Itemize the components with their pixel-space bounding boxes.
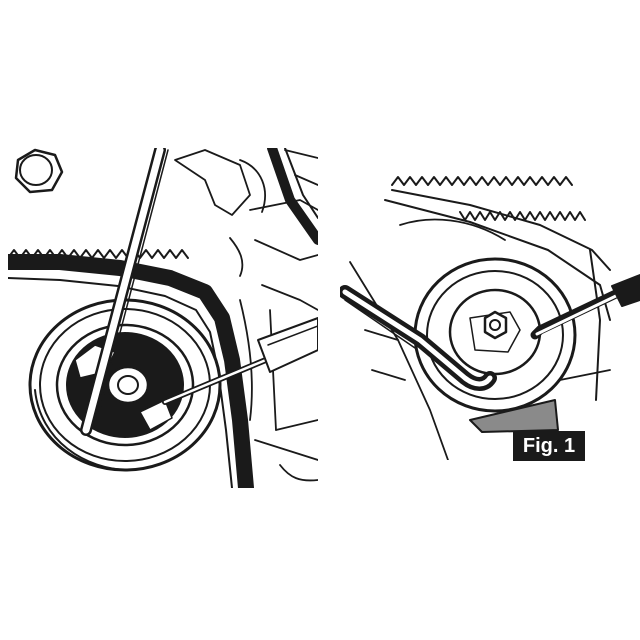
hex-key-large <box>340 285 497 391</box>
hex-key-small <box>530 274 640 340</box>
holding-bar <box>80 148 169 436</box>
left-panel <box>8 148 318 488</box>
figure-label: Fig. 1 <box>513 431 585 461</box>
engine-outline-left <box>174 149 318 482</box>
crank-pulley <box>28 298 222 472</box>
engine-outline-right <box>349 218 611 460</box>
locking-pin-tool <box>162 317 318 405</box>
right-panel <box>340 176 640 460</box>
belt-upper-right <box>267 148 318 245</box>
tensioner-pulley <box>413 257 577 433</box>
timing-belt <box>8 249 254 488</box>
bolt-head <box>14 148 64 194</box>
